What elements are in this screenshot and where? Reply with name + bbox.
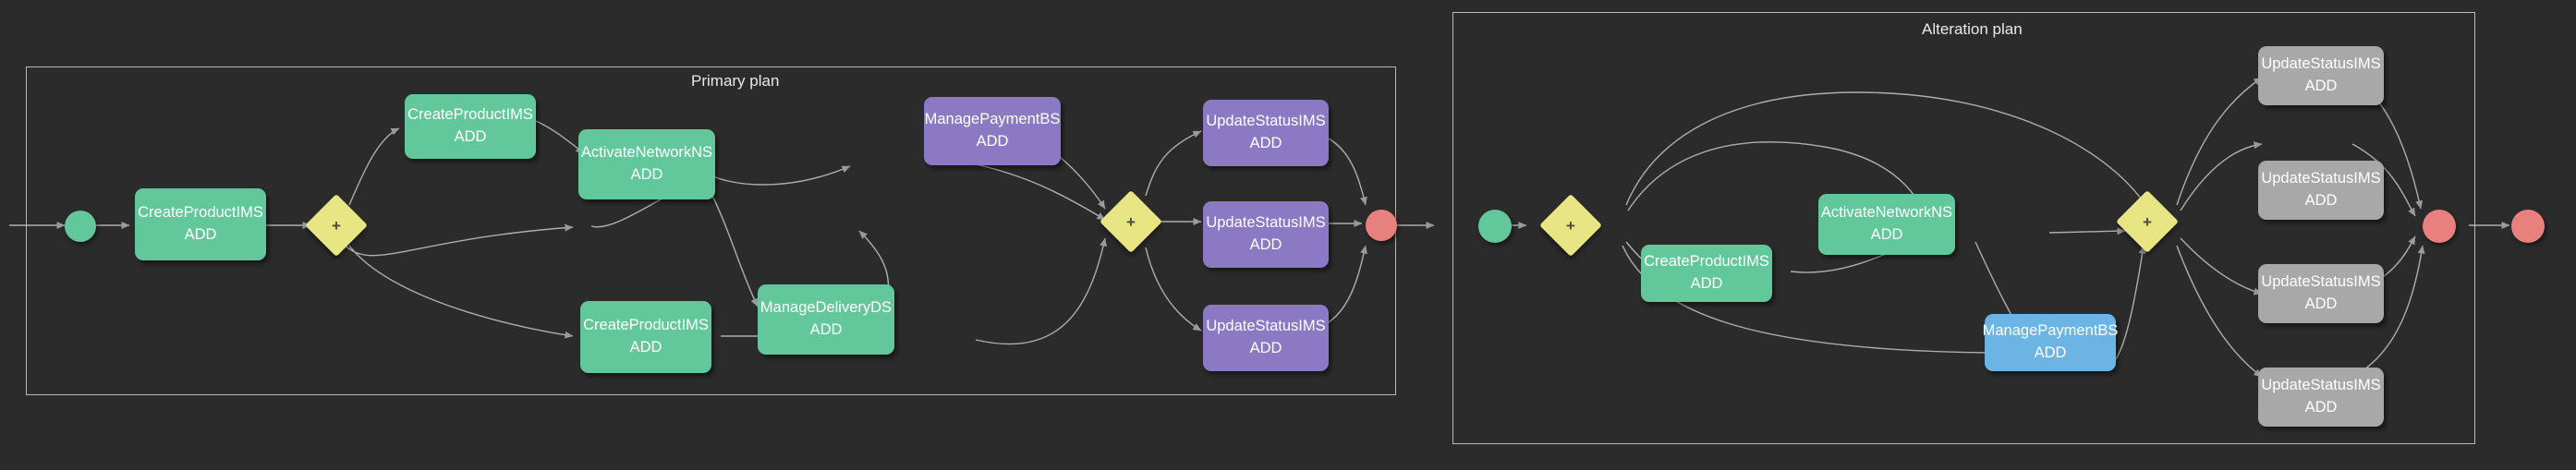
task-activate-network-ns-1[interactable]: ActivateNetworkNS ADD (578, 129, 715, 199)
task-manage-payment-bs-1[interactable]: ManagePaymentBS ADD (924, 97, 1061, 165)
alteration-end-event-outer[interactable] (2511, 210, 2545, 243)
task-update-status-ims-7[interactable]: UpdateStatusIMS ADD (2258, 368, 2384, 427)
task-update-status-ims-2[interactable]: UpdateStatusIMS ADD (1203, 201, 1329, 268)
task-update-status-ims-1[interactable]: UpdateStatusIMS ADD (1203, 100, 1329, 166)
alteration-split-gateway[interactable]: + (1539, 194, 1602, 257)
task-label: ManagePaymentBS (1982, 322, 2119, 340)
task-create-product-ims-3[interactable]: CreateProductIMS ADD (580, 301, 711, 373)
plus-icon: + (1126, 212, 1136, 231)
alteration-end-event-inner[interactable] (2423, 210, 2456, 243)
task-update-status-ims-4[interactable]: UpdateStatusIMS ADD (2258, 46, 2384, 105)
task-update-status-ims-5[interactable]: UpdateStatusIMS ADD (2258, 161, 2384, 220)
task-operation: ADD (630, 166, 663, 183)
task-operation: ADD (1870, 226, 1903, 243)
primary-plan-title: Primary plan (684, 73, 787, 89)
task-operation: ADD (2304, 78, 2338, 94)
task-label: UpdateStatusIMS (2261, 377, 2381, 394)
task-create-product-ims-2[interactable]: CreateProductIMS ADD (405, 94, 536, 159)
plus-icon: + (1566, 216, 1575, 235)
task-operation: ADD (809, 321, 843, 338)
task-create-product-ims-1[interactable]: CreateProductIMS ADD (135, 188, 266, 260)
task-operation: ADD (2034, 344, 2067, 361)
primary-join-gateway[interactable]: + (1100, 190, 1162, 253)
task-operation: ADD (454, 128, 487, 145)
alteration-join-gateway[interactable]: + (2116, 190, 2179, 253)
task-manage-delivery-ds[interactable]: ManageDeliveryDS ADD (758, 284, 894, 355)
task-label: ActivateNetworkNS (1820, 204, 1953, 222)
task-label: UpdateStatusIMS (2261, 170, 2381, 187)
task-label: CreateProductIMS (1644, 253, 1769, 271)
task-operation: ADD (1690, 275, 1723, 292)
task-label: CreateProductIMS (583, 317, 709, 334)
task-operation: ADD (2304, 295, 2338, 312)
primary-split-gateway[interactable]: + (305, 194, 368, 257)
task-label: UpdateStatusIMS (2261, 273, 2381, 291)
task-operation: ADD (629, 339, 662, 356)
alteration-plan-title: Alteration plan (1914, 21, 2030, 37)
task-label: UpdateStatusIMS (2261, 55, 2381, 73)
task-label: ManageDeliveryDS (759, 299, 893, 317)
plus-icon: + (2143, 212, 2152, 231)
alteration-plan-container (1452, 12, 2475, 444)
task-activate-network-ns-2[interactable]: ActivateNetworkNS ADD (1818, 194, 1955, 255)
task-create-product-ims-4[interactable]: CreateProductIMS ADD (1641, 245, 1772, 302)
task-label: CreateProductIMS (138, 204, 263, 222)
task-operation: ADD (976, 133, 1009, 150)
task-label: ManagePaymentBS (924, 111, 1061, 128)
task-operation: ADD (184, 226, 217, 243)
task-operation: ADD (1249, 340, 1282, 356)
task-update-status-ims-6[interactable]: UpdateStatusIMS ADD (2258, 264, 2384, 323)
task-label: UpdateStatusIMS (1206, 318, 1326, 335)
alteration-start-event[interactable] (1478, 210, 1512, 243)
task-operation: ADD (1249, 236, 1282, 253)
task-label: ActivateNetworkNS (580, 144, 713, 162)
task-operation: ADD (2304, 192, 2338, 209)
task-label: UpdateStatusIMS (1206, 113, 1326, 130)
primary-end-event[interactable] (1366, 210, 1397, 241)
task-label: CreateProductIMS (407, 106, 533, 124)
task-manage-payment-bs-2[interactable]: ManagePaymentBS ADD (1982, 314, 2119, 371)
task-operation: ADD (2304, 399, 2338, 416)
task-operation: ADD (1249, 135, 1282, 151)
task-update-status-ims-3[interactable]: UpdateStatusIMS ADD (1203, 305, 1329, 371)
plus-icon: + (332, 216, 341, 235)
task-label: UpdateStatusIMS (1206, 214, 1326, 232)
primary-start-event[interactable] (65, 211, 96, 242)
